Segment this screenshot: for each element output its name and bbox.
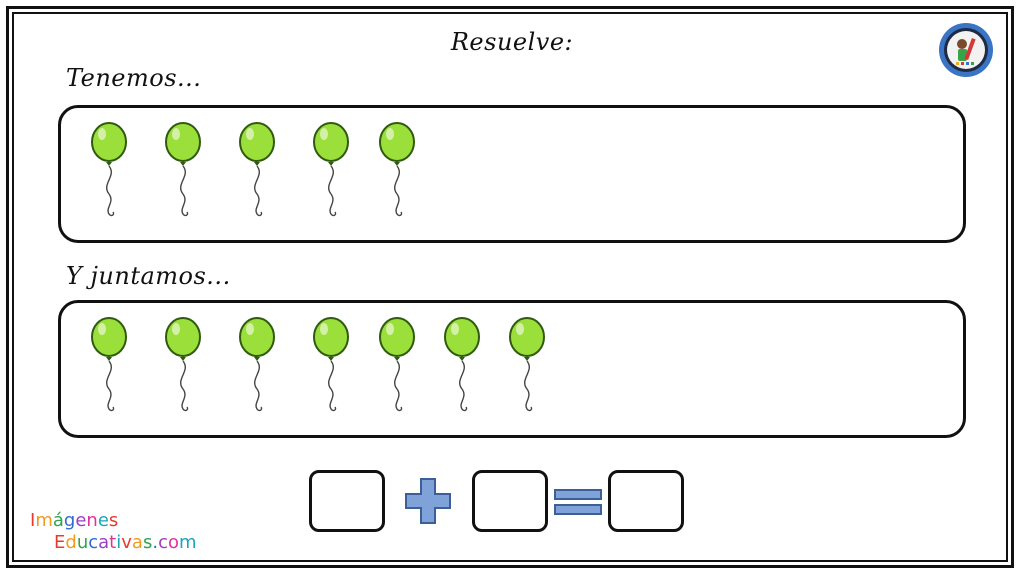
page-border-outer <box>6 6 1014 568</box>
balloon-icon <box>377 317 417 417</box>
balloon-icon <box>442 317 482 417</box>
worksheet-title: Resuelve: <box>450 28 574 56</box>
balloon-icon <box>237 317 277 417</box>
balloon-icon <box>377 122 417 222</box>
balloon-icon <box>311 317 351 417</box>
section-2-label: Y juntamos... <box>66 262 231 290</box>
balloon-icon <box>163 122 203 222</box>
logo-badge-icon <box>939 23 993 77</box>
balloon-panel-1 <box>58 105 966 243</box>
balloon-icon <box>163 317 203 417</box>
page-border-inner <box>12 12 1008 562</box>
balloon-panel-2 <box>58 300 966 438</box>
section-1-label: Tenemos... <box>66 64 202 92</box>
balloon-icon <box>507 317 547 417</box>
balloon-icon <box>311 122 351 222</box>
equals-icon <box>554 489 602 515</box>
brand-line-2: Educativas.com <box>54 532 197 553</box>
balloon-icon <box>89 122 129 222</box>
balloon-icon <box>89 317 129 417</box>
answer-box-1[interactable] <box>309 470 385 532</box>
brand-line-1: Imágenes <box>30 510 119 531</box>
balloon-icon <box>237 122 277 222</box>
answer-box-3[interactable] <box>608 470 684 532</box>
answer-box-2[interactable] <box>472 470 548 532</box>
brand-wordmark: Imágenes Educativas.com <box>30 510 197 554</box>
plus-icon <box>405 478 451 524</box>
